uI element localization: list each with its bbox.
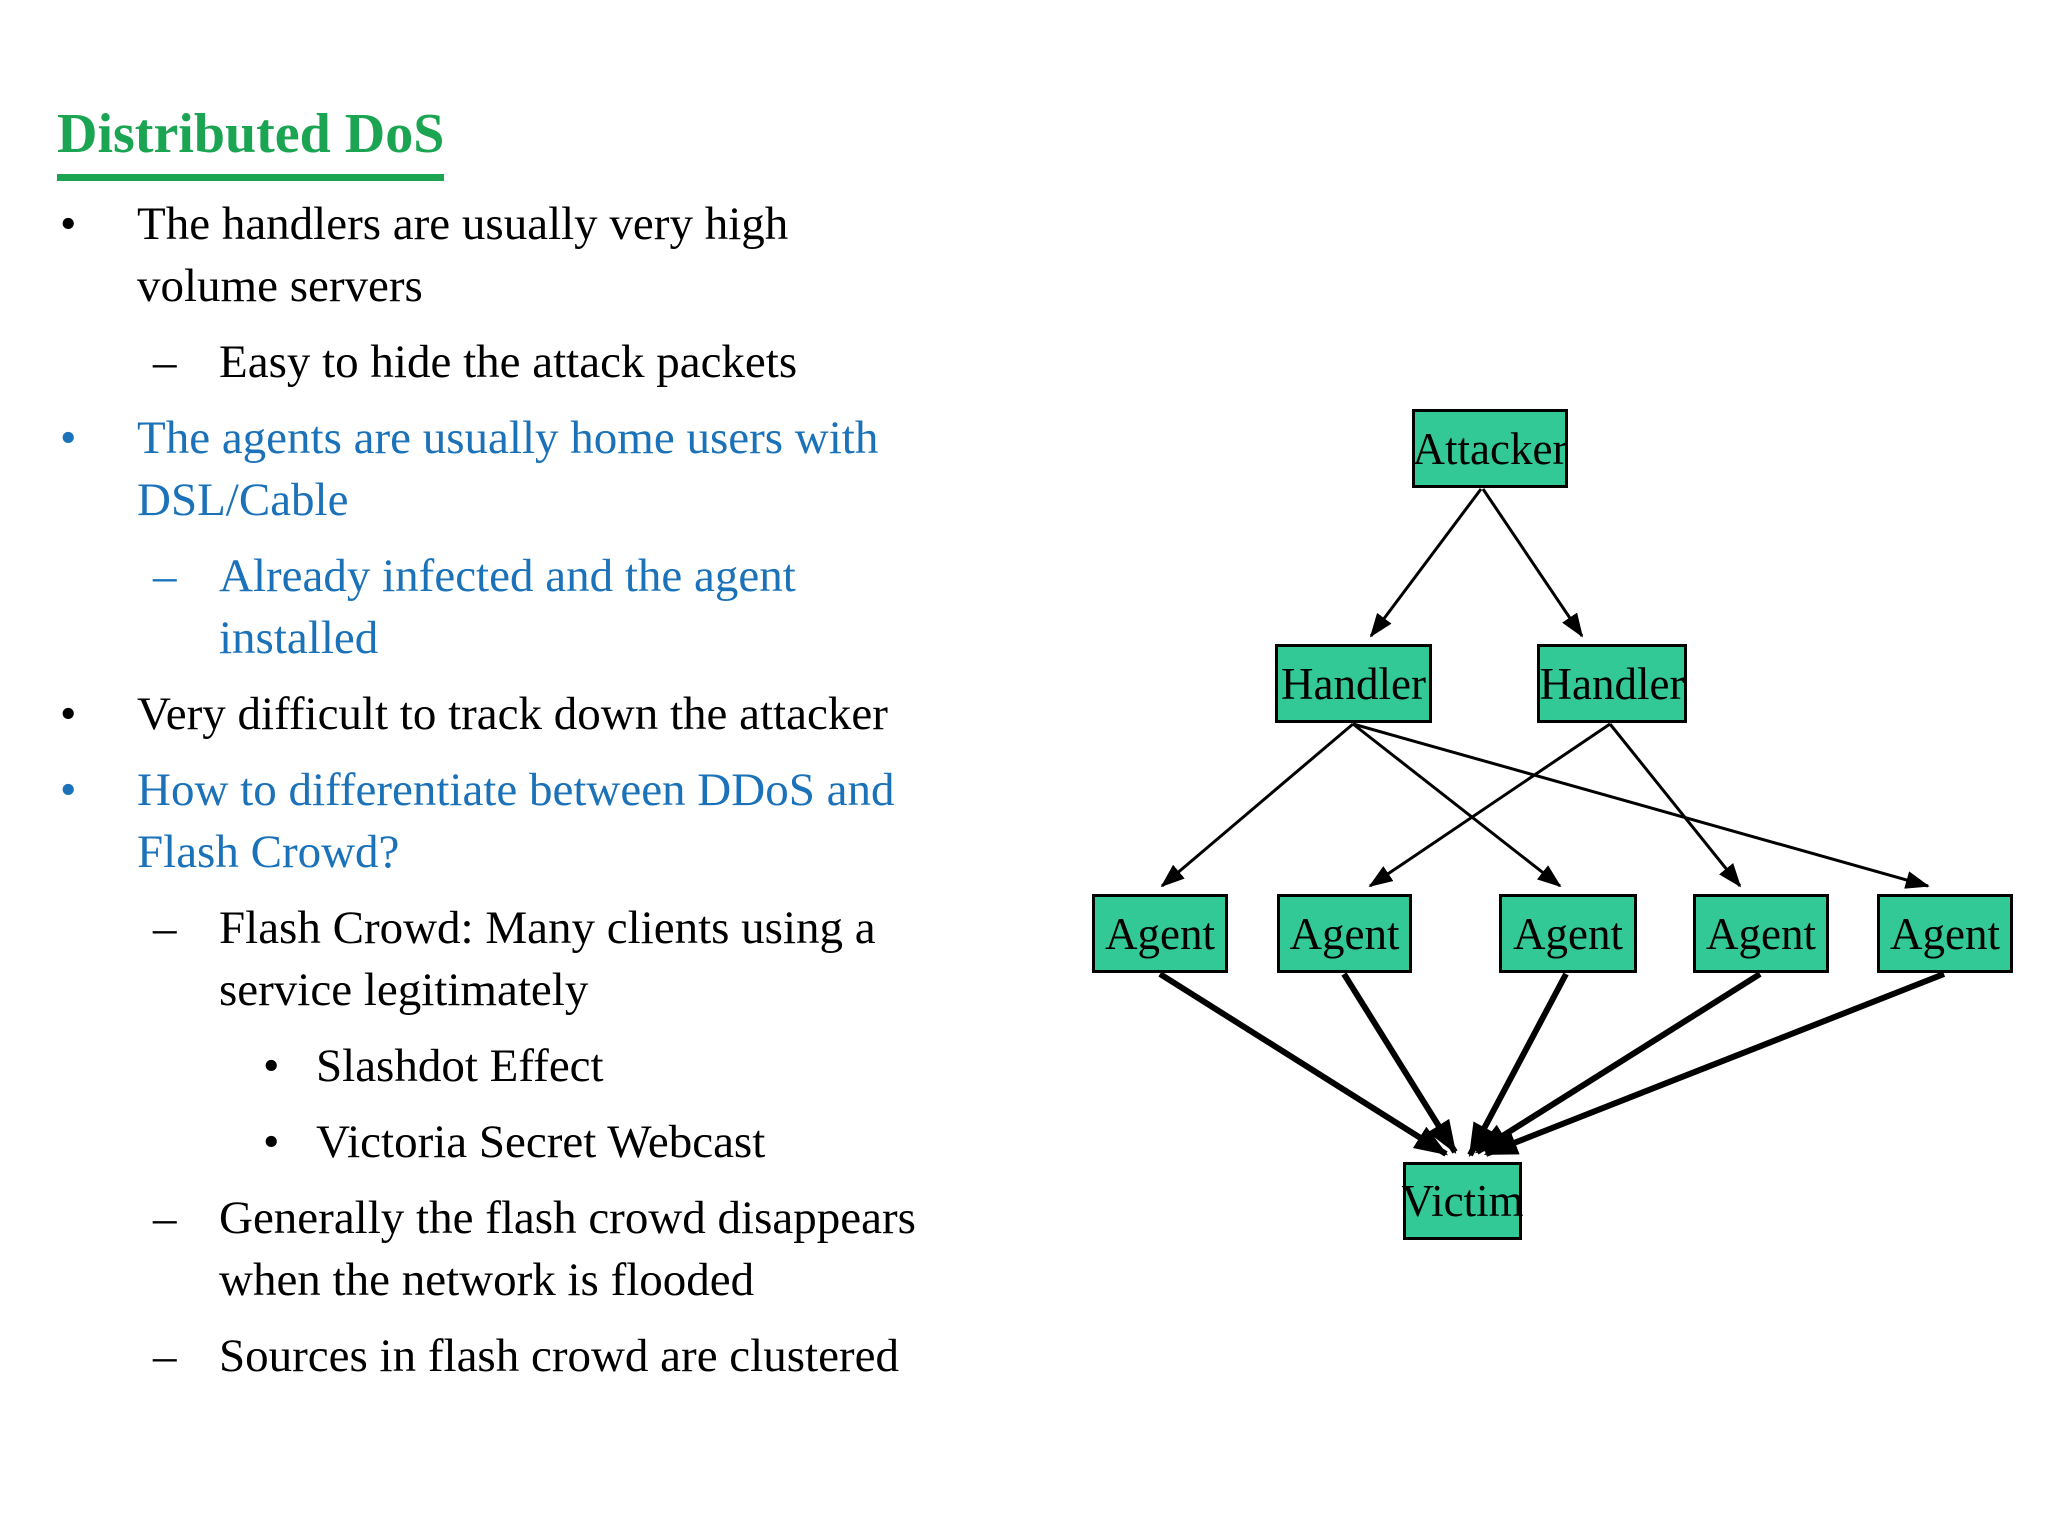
dash-marker: – — [153, 336, 177, 388]
handler-node-right: Handler — [1537, 644, 1687, 723]
bullet-item: – Generally the flash crowd disappears w… — [57, 1187, 1127, 1311]
text-column: Distributed DoS • The handlers are usual… — [57, 102, 1127, 1401]
attacker-node: Attacker — [1412, 409, 1568, 488]
dash-marker: – — [153, 902, 177, 954]
bullet-text: Slashdot Effect — [316, 1040, 604, 1092]
bullet-text: Victoria Secret Webcast — [316, 1116, 766, 1168]
bullet-item: – Easy to hide the attack packets — [57, 331, 1127, 393]
bullet-text: Very difficult to track down the attacke… — [137, 688, 888, 740]
bullet-text: Generally the flash crowd disappears whe… — [219, 1192, 916, 1306]
bullet-item: – Flash Crowd: Many clients using a serv… — [57, 897, 1127, 1021]
agent-node-2: Agent — [1277, 894, 1412, 973]
page-title: Distributed DoS — [57, 102, 445, 181]
bullet-text: Flash Crowd: Many clients using a servic… — [219, 902, 876, 1016]
agent-node-4: Agent — [1693, 894, 1829, 973]
victim-node: Victim — [1401, 1162, 1524, 1240]
bullet-item: – Already infected and the agent install… — [57, 545, 1127, 669]
dash-marker: – — [153, 1192, 177, 1244]
bullet-text: The agents are usually home users with D… — [137, 412, 879, 526]
bullet-marker: • — [60, 688, 77, 740]
bullet-text: Already infected and the agent installed — [219, 550, 796, 664]
agent-node-1: Agent — [1092, 894, 1228, 973]
bullet-item: • How to differentiate between DDoS and … — [57, 759, 1127, 883]
bullet-marker: • — [60, 198, 77, 250]
dash-marker: – — [153, 550, 177, 602]
bullet-marker: • — [263, 1116, 280, 1168]
bullet-marker: • — [60, 412, 77, 464]
bullet-item: • The agents are usually home users with… — [57, 407, 1127, 531]
bullet-item: – Sources in flash crowd are clustered — [57, 1325, 1127, 1387]
bullet-marker: • — [60, 764, 77, 816]
handler-node-left: Handler — [1275, 644, 1432, 723]
bullet-item: • Slashdot Effect — [57, 1035, 1127, 1097]
dash-marker: – — [153, 1330, 177, 1382]
agent-node-5: Agent — [1877, 894, 2013, 973]
bullet-text: How to differentiate between DDoS and Fl… — [137, 764, 895, 878]
bullet-item: • Very difficult to track down the attac… — [57, 683, 1127, 745]
bullet-marker: • — [263, 1040, 280, 1092]
bullet-item: • The handlers are usually very high vol… — [57, 193, 1127, 317]
bullet-text: Easy to hide the attack packets — [219, 336, 798, 388]
bullet-item: • Victoria Secret Webcast — [57, 1111, 1127, 1173]
bullet-text: The handlers are usually very high volum… — [137, 198, 789, 312]
bullet-text: Sources in flash crowd are clustered — [219, 1330, 899, 1382]
agent-node-3: Agent — [1499, 894, 1637, 973]
